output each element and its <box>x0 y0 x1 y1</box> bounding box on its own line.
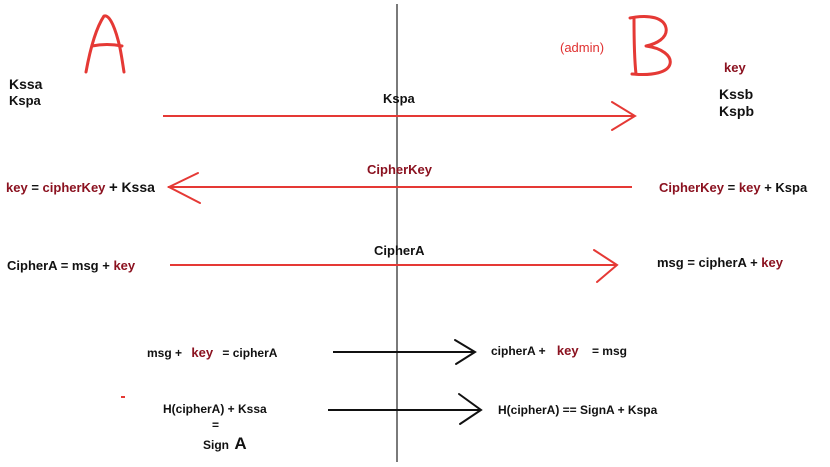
eq-var-key: key <box>761 255 783 270</box>
eq-pre: cipherA + <box>491 344 546 358</box>
message-label-cipherkey: CipherKey <box>367 162 433 177</box>
eq-var-cipherkey: cipherKey <box>42 180 106 195</box>
eq-var-key: key <box>6 180 28 195</box>
party-a-key-kspa: Kspa <box>9 93 41 108</box>
party-a-letter <box>84 14 126 74</box>
message-arrow-cipherkey <box>166 172 632 204</box>
equation-a-ciphera: CipherA = msg + key <box>7 258 135 273</box>
party-b-key-kssb: Kssb <box>719 86 754 102</box>
party-b-letter <box>628 14 672 76</box>
equation-b-cipherkey: CipherKey = key + Kspa <box>659 180 807 195</box>
derivation-left-1: msg + key = cipherA <box>147 345 277 360</box>
eq-var-key: key <box>556 343 579 358</box>
party-b-key-label: key <box>724 60 746 75</box>
eq-rest: + Kspa <box>764 180 808 195</box>
message-label-kspa: Kspa <box>383 91 415 106</box>
party-b-role: (admin) <box>560 40 605 55</box>
derivation-right-2: H(cipherA) == SignA + Kspa <box>498 403 658 417</box>
sign-label: Sign <box>203 438 229 452</box>
derivation-arrow-2 <box>328 393 483 425</box>
sign-letter: A <box>234 434 247 453</box>
derivation-left-2-equals: = <box>212 418 220 432</box>
eq-symbol: = <box>31 180 39 195</box>
eq-post: = msg <box>591 344 627 358</box>
eq-pre: CipherA = msg + <box>7 258 110 273</box>
eq-plus: + <box>109 179 118 196</box>
eq-symbol: = <box>727 180 736 195</box>
party-a-key-kssa: Kssa <box>9 76 43 92</box>
eq-var-key: key <box>191 345 214 360</box>
derivation-right-1: cipherA + key = msg <box>491 343 627 358</box>
equation-b-msg: msg = cipherA + key <box>657 255 783 270</box>
eq-pre: msg + <box>147 346 183 360</box>
party-b-key-kspb: Kspb <box>719 103 754 119</box>
eq-pre: msg = cipherA + <box>657 255 758 270</box>
eq-var-key: key <box>113 258 136 273</box>
derivation-left-2-line1: H(cipherA) + Kssa <box>163 402 267 416</box>
derivation-left-2-sign: Sign A <box>203 434 247 454</box>
eq-post: = cipherA <box>222 346 278 360</box>
equation-a-key: key = cipherKey + Kssa <box>6 179 155 196</box>
message-arrow-ciphera <box>170 249 619 283</box>
eq-var-cipherkey: CipherKey <box>659 180 725 195</box>
message-label-ciphera: CipherA <box>374 243 425 258</box>
derivation-arrow-1 <box>333 339 477 365</box>
message-arrow-kspa <box>163 101 637 131</box>
eq-var-key: key <box>738 180 761 195</box>
eq-kssa: Kssa <box>121 179 155 195</box>
